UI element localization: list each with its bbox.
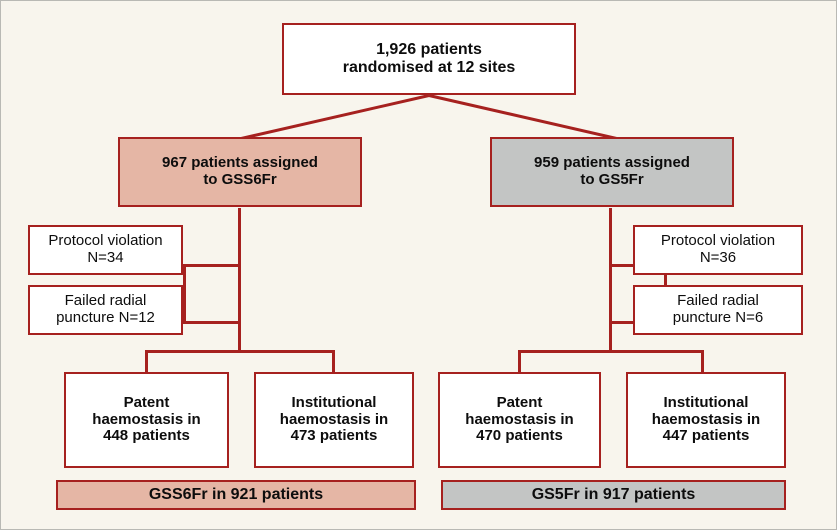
connector-right-fork-bar xyxy=(518,350,704,353)
box-exclusion-right-failed-puncture-label: Failed radial puncture N=6 xyxy=(672,292,764,326)
connector-left-exclusion-2-stub xyxy=(183,321,241,324)
connector-right-trunk xyxy=(609,208,612,353)
box-exclusion-left-failed-puncture: Failed radial puncture N=12 xyxy=(28,285,183,335)
box-randomised-total-label: 1,926 patients randomised at 12 sites xyxy=(342,41,516,76)
box-outcome-left-institutional: Institutional haemostasis in 473 patient… xyxy=(254,372,414,468)
box-exclusion-left-failed-puncture-label: Failed radial puncture N=12 xyxy=(56,292,155,326)
box-exclusion-right-protocol-violation: Protocol violation N=36 xyxy=(633,225,803,275)
connector-right-outcome-1-drop xyxy=(518,350,521,375)
box-assigned-left-label: 967 patients assigned to GSS6Fr xyxy=(162,154,318,188)
box-outcome-left-institutional-label: Institutional haemostasis in 473 patient… xyxy=(279,393,389,445)
connector-left-fork-bar xyxy=(145,350,335,353)
box-randomised-total: 1,926 patients randomised at 12 sites xyxy=(282,23,576,95)
summary-bar-right-label: GS5Fr in 917 patients xyxy=(531,486,696,504)
box-outcome-left-patent-label: Patent haemostasis in 448 patients xyxy=(92,393,201,445)
box-exclusion-right-protocol-violation-label: Protocol violation N=36 xyxy=(660,232,776,266)
connector-left-outcome-2-drop xyxy=(332,350,335,375)
box-outcome-left-patent: Patent haemostasis in 448 patients xyxy=(64,372,229,468)
connector-left-exclusion-1-stub xyxy=(183,264,241,267)
connector-left-outcome-1-drop xyxy=(145,350,148,375)
box-outcome-right-institutional-label: Institutional haemostasis in 447 patient… xyxy=(651,393,761,445)
box-assigned-left: 967 patients assigned to GSS6Fr xyxy=(118,137,362,207)
box-outcome-right-patent: Patent haemostasis in 470 patients xyxy=(438,372,601,468)
summary-bar-left: GSS6Fr in 921 patients xyxy=(56,480,416,510)
connector-right-outcome-2-drop xyxy=(701,350,704,375)
box-assigned-right-label: 959 patients assigned to GS5Fr xyxy=(534,154,690,188)
connector-left-exclusion-1-drop xyxy=(183,264,186,324)
box-outcome-right-institutional: Institutional haemostasis in 447 patient… xyxy=(626,372,786,468)
summary-bar-left-label: GSS6Fr in 921 patients xyxy=(148,486,324,504)
box-exclusion-left-protocol-violation-label: Protocol violation N=34 xyxy=(48,232,163,266)
box-exclusion-right-failed-puncture: Failed radial puncture N=6 xyxy=(633,285,803,335)
summary-bar-right: GS5Fr in 917 patients xyxy=(441,480,786,510)
box-exclusion-left-protocol-violation: Protocol violation N=34 xyxy=(28,225,183,275)
connector-left-trunk xyxy=(238,208,241,353)
box-assigned-right: 959 patients assigned to GS5Fr xyxy=(490,137,734,207)
box-outcome-right-patent-label: Patent haemostasis in 470 patients xyxy=(465,393,574,445)
